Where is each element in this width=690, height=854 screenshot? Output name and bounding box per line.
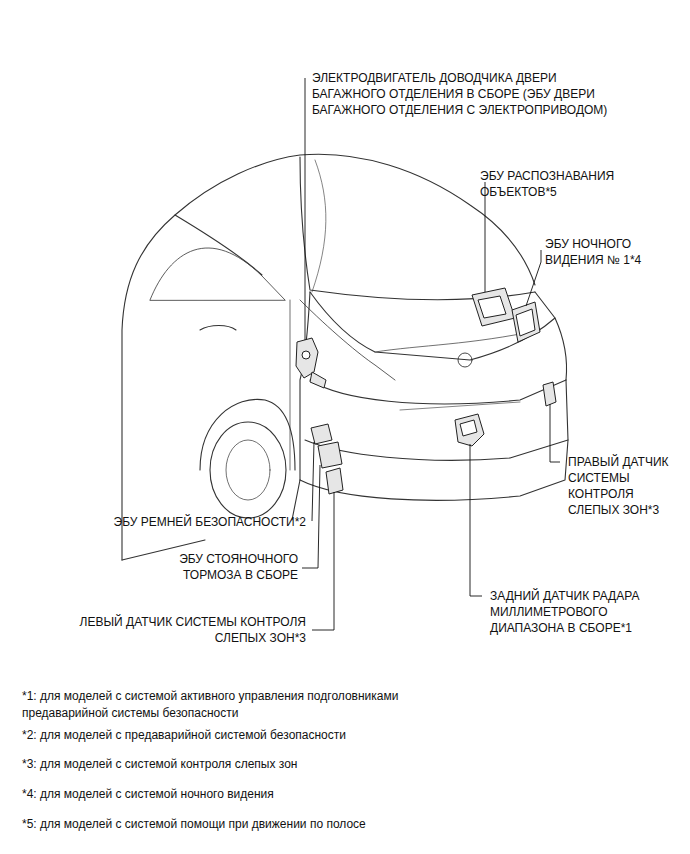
footnote: *1: для моделей с системой активного упр… [22,688,482,722]
footnote: *4: для моделей с системой ночного виден… [22,786,662,803]
part-label: ЭЛЕКТРОДВИГАТЕЛЬ ДОВОДЧИКА ДВЕРИ БАГАЖНО… [312,70,612,118]
part-label: ЭБУ СТОЯНОЧНОГО ТОРМОЗА В СБОРЕ [140,551,298,583]
footnote: *3: для моделей с системой контроля слеп… [22,756,662,773]
part-label: ЭБУ НОЧНОГО ВИДЕНИЯ № 1*4 [545,236,675,268]
part-label: ЭБУ РЕМНЕЙ БЕЗОПАСНОСТИ*2 [40,514,306,530]
part-label: ПРАВЫЙ ДАТЧИК СИСТЕМЫ КОНТРОЛЯ СЛЕПЫХ ЗО… [568,454,682,518]
part-label: ЭБУ РАСПОЗНАВАНИЯ ОБЪЕКТОВ*5 [480,168,660,200]
footnote: *2: для моделей с предаварийной системой… [22,727,662,744]
part-label: ЛЕВЫЙ ДАТЧИК СИСТЕМЫ КОНТРОЛЯ СЛЕПЫХ ЗОН… [40,614,306,646]
part-label: ЗАДНИЙ ДАТЧИК РАДАРА МИЛЛИМЕТРОВОГО ДИАП… [490,588,678,636]
footnote: *5: для моделей с системой помощи при дв… [22,816,662,833]
